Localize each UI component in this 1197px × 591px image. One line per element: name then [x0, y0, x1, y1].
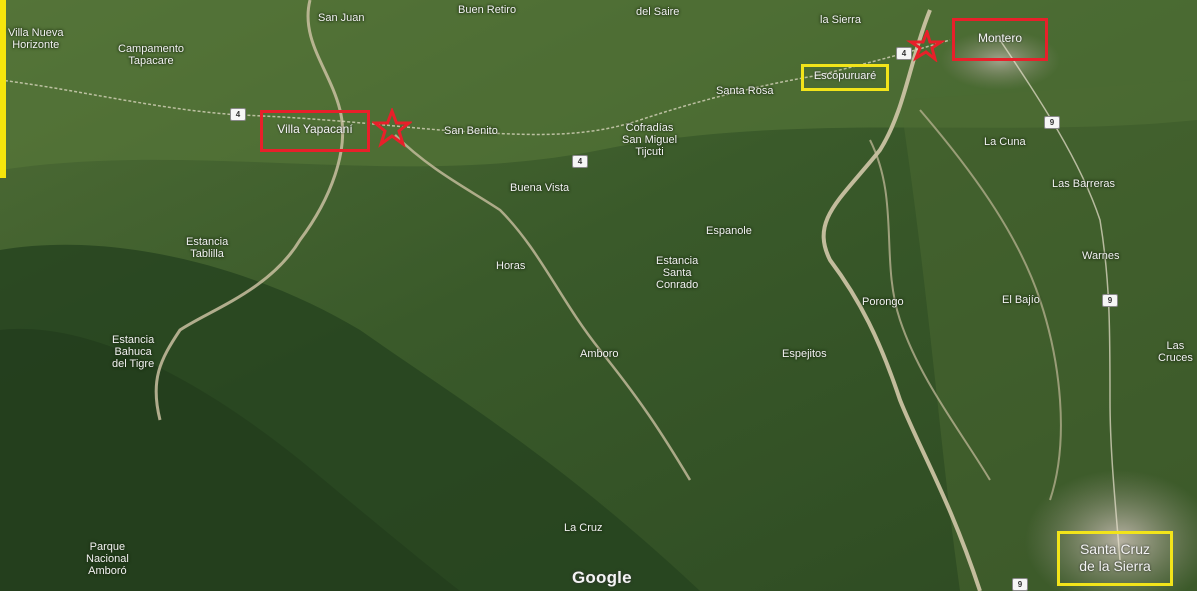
label-el-bajio: El Bajío	[1002, 294, 1040, 306]
label-san-juan: San Juan	[318, 12, 365, 24]
label-san-benito: San Benito	[444, 125, 498, 137]
mountain-ridge-area	[0, 328, 460, 591]
farmland-area	[0, 0, 1197, 170]
label-amboro-town: Amboro	[580, 348, 619, 360]
label-parque-amboro: Parque Nacional Amboró	[86, 541, 129, 577]
label-cofradia: Cofradías San Miguel Tijcuti	[622, 122, 678, 158]
route-shield-4-west: 4	[230, 108, 246, 121]
river-surutu	[394, 134, 692, 481]
highlight-box-escopuruare[interactable]	[801, 64, 889, 91]
label-horas: Horas	[496, 260, 526, 272]
route-shield-4-east: 4	[896, 47, 912, 60]
highlight-box-santa-cruz[interactable]	[1057, 531, 1173, 586]
santa-cruz-urban-area	[1025, 470, 1197, 591]
route-shield-9-north: 9	[1044, 116, 1060, 129]
river-east	[919, 109, 1062, 501]
label-las-barreras: Las Barreras	[1052, 178, 1115, 190]
river-pirai	[821, 9, 982, 591]
river-secondary	[869, 139, 991, 481]
east-plains-area	[900, 80, 1197, 591]
label-las-cruces: Las Cruces	[1158, 340, 1193, 364]
label-porongo: Porongo	[862, 296, 904, 308]
label-buen-retiro: Buen Retiro	[458, 4, 517, 16]
label-la-cuna: La Cuna	[984, 136, 1026, 148]
route-shield-9-mid: 9	[1102, 294, 1118, 307]
highlight-label-villa-yapacani: Villa Yapacaní	[277, 122, 353, 136]
label-la-sierra: la Sierra	[820, 14, 861, 26]
label-espanole: Espanole	[706, 225, 752, 237]
label-campamento-tapacare: Campamento Tapacare	[118, 43, 185, 67]
label-estancia-santa-conrado: Estancia Santa Conrado	[656, 255, 699, 291]
label-villa-nueva-horizonte: Villa Nueva Horizonte	[8, 27, 64, 51]
highlight-label-montero: Montero	[977, 31, 1023, 45]
road-route-4	[0, 39, 951, 136]
highlight-label-santa-cruz: Santa Cruz de la Sierra	[1079, 541, 1151, 574]
star-marker-villa-yapacani-icon[interactable]	[372, 108, 412, 148]
highlight-box-villa-yapacani[interactable]	[260, 110, 370, 152]
route-shield-9-south: 9	[1012, 578, 1028, 591]
label-espejitos: Espejitos	[782, 348, 827, 360]
route-shield-4-center: 4	[572, 155, 588, 168]
highlight-label-escopuruare: Escopuruaré	[813, 70, 877, 82]
label-estancia-bahuca: Estancia Bahuca del Tigre	[112, 334, 155, 370]
label-estancia-tablilla: Estancia Tablilla	[186, 236, 229, 260]
label-buena-vista: Buena Vista	[510, 182, 570, 194]
river-yapacani	[154, 0, 345, 421]
star-marker-montero-icon[interactable]	[905, 30, 945, 62]
highlight-box-montero[interactable]	[952, 18, 1048, 61]
label-santa-rosa: Santa Rosa	[716, 85, 774, 97]
label-del-saire: del Saire	[636, 6, 680, 18]
label-warnes: Warnes	[1082, 250, 1120, 262]
google-attribution: Google	[572, 568, 632, 587]
label-la-cruz: La Cruz	[564, 522, 603, 534]
left-edge-highlight	[0, 0, 6, 178]
